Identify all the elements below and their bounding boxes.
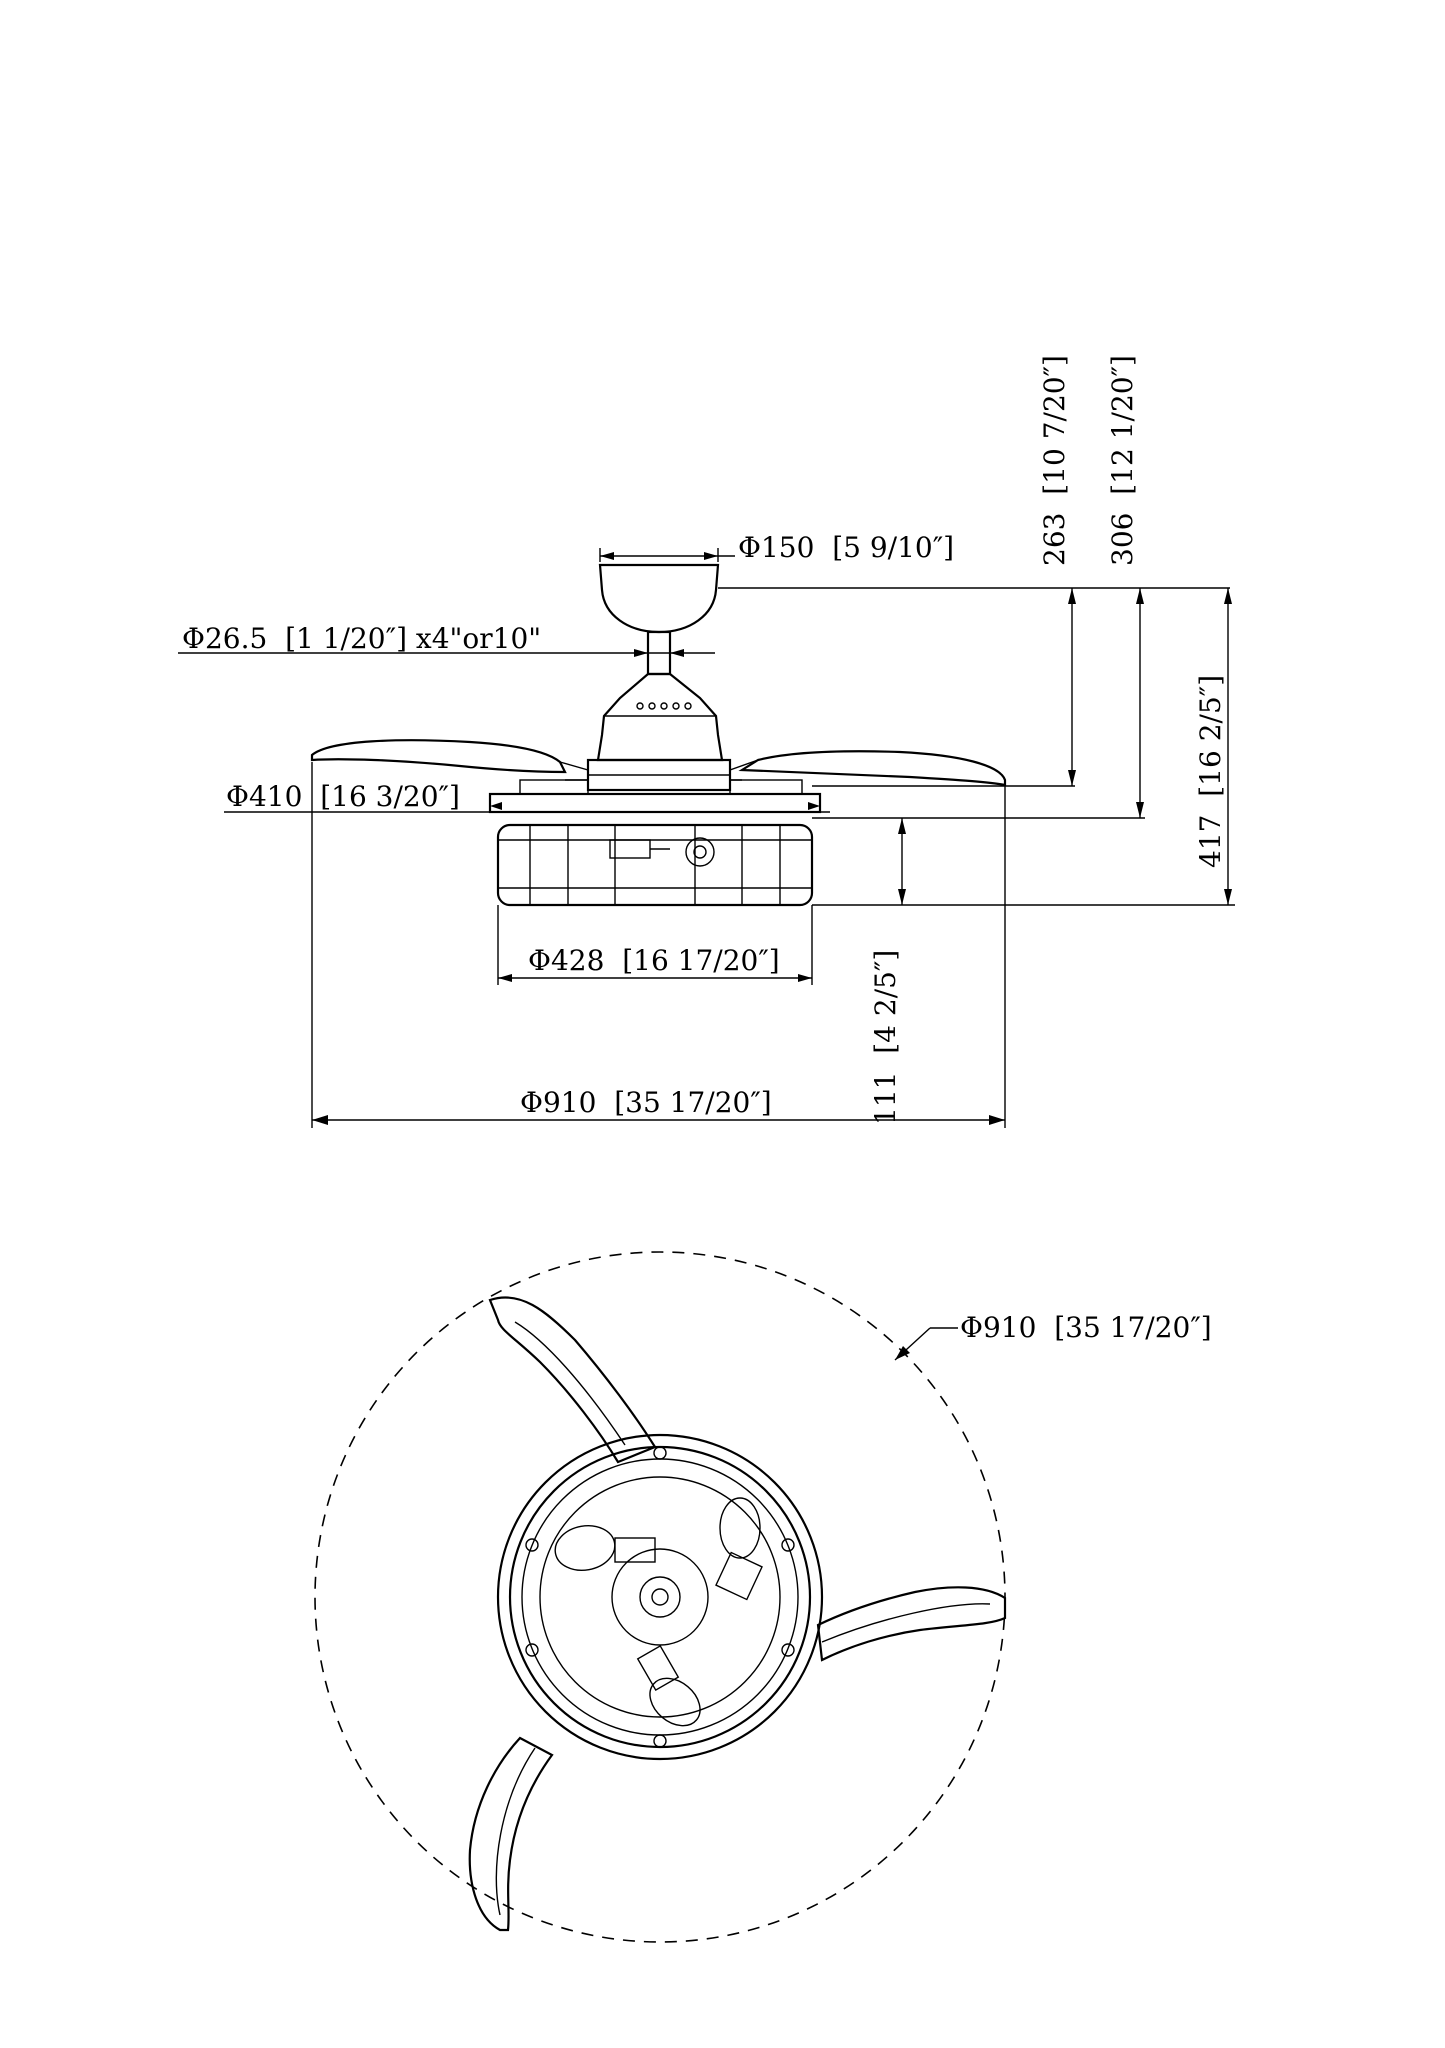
light-bulbs xyxy=(554,1497,763,1727)
dim-height-263: 263 [10 7/20″] xyxy=(1038,355,1071,566)
left-blade xyxy=(310,739,567,774)
right-blade xyxy=(738,750,1007,787)
motor-housing xyxy=(596,672,724,762)
dim-canopy-diameter: Φ150 [5 9/10″] xyxy=(738,531,954,564)
light-cage xyxy=(496,823,814,907)
housing-inner-ring xyxy=(539,1476,781,1718)
motor-vents xyxy=(636,702,692,710)
housing-outer-ring xyxy=(496,1433,824,1761)
housing-ring-2 xyxy=(508,1445,812,1749)
right-blade-bracket xyxy=(729,779,803,795)
dim-downrod: Φ26.5 [1 1/20″] x4"or10" xyxy=(182,622,541,655)
center-hub xyxy=(611,1548,709,1646)
bottom-blade-lower xyxy=(468,1736,554,1932)
housing-ring-3 xyxy=(521,1458,799,1736)
dim-height-306: 306 [12 1/20″] xyxy=(1106,355,1139,566)
dim-height-417: 417 [16 2/5″] xyxy=(1194,675,1227,868)
bottom-view: Φ910 [35 17/20″] xyxy=(314,1251,1212,1943)
mounting-plate xyxy=(488,792,822,814)
dim-cage-diameter: Φ428 [16 17/20″] xyxy=(528,944,780,977)
left-blade-bracket xyxy=(519,779,589,795)
screws xyxy=(525,1446,795,1748)
canopy xyxy=(598,563,720,634)
dim-span-diameter: Φ910 [35 17/20″] xyxy=(520,1086,772,1119)
dim-height-111: 111 [4 2/5″] xyxy=(869,950,902,1125)
side-view: Φ150 [5 9/10″] Φ26.5 [1 1/20″] x4"or10" … xyxy=(178,355,1235,1128)
dim-blade-hub-diameter: Φ410 [16 3/20″] xyxy=(226,780,460,813)
bottom-blade-right xyxy=(816,1586,1007,1662)
bottom-dim-span-diameter: Φ910 [35 17/20″] xyxy=(960,1311,1212,1344)
